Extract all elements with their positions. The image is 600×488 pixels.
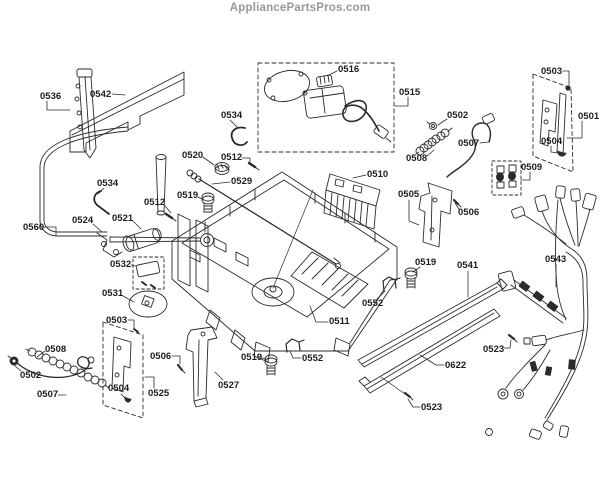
screw-0512-left-drawing — [164, 212, 177, 222]
clamp-0552-bottom-drawing — [285, 338, 305, 353]
part-label-0516-2: 0516 — [338, 64, 360, 75]
part-0527-drawing — [185, 326, 218, 408]
part-label-0560-23: 0560 — [23, 222, 45, 233]
bolt-0519-bottom-drawing — [264, 354, 278, 376]
part-label-0503-31: 0503 — [106, 315, 128, 326]
part-label-0534-6: 0534 — [221, 110, 243, 121]
part-label-0510-14: 0510 — [367, 169, 389, 180]
clip-0534-left-drawing — [93, 190, 110, 215]
part-label-0524-21: 0524 — [72, 215, 94, 226]
part-label-0534-20: 0534 — [97, 178, 119, 189]
part-0622-drawing — [358, 308, 501, 394]
cord-0507-top-drawing — [446, 113, 495, 178]
small-rod-drawing — [155, 154, 167, 216]
part-label-0525-37: 0525 — [148, 388, 170, 399]
part-label-0501-5: 0501 — [578, 111, 600, 122]
part-0531-drawing — [128, 290, 168, 318]
screw-0523-upper-drawing — [507, 333, 518, 343]
part-label-0512-17: 0512 — [144, 197, 166, 208]
part-label-0523-43: 0523 — [421, 402, 443, 413]
mount-kit-0509-drawing — [491, 160, 522, 196]
part-label-0511-30: 0511 — [329, 316, 350, 327]
screw-0512-top-drawing — [247, 161, 260, 171]
part-label-0536-0: 0536 — [40, 91, 62, 102]
hinge-bracket-assembly-drawing — [532, 73, 574, 173]
part-label-0507-8: 0507 — [458, 138, 480, 149]
part-0521-drawing — [122, 228, 162, 252]
part-label-0503-4: 0503 — [541, 66, 563, 77]
part-label-0502-7: 0502 — [447, 110, 469, 121]
part-0542-drawing — [69, 71, 185, 153]
part-label-0504-9: 0504 — [541, 136, 563, 147]
part-label-0532-24: 0532 — [110, 259, 132, 270]
part-label-0523-42: 0523 — [483, 344, 505, 355]
spring-0508-top-drawing — [415, 127, 453, 156]
part-label-0552-40: 0552 — [302, 353, 324, 364]
part-label-0552-29: 0552 — [362, 298, 384, 309]
part-label-0519-28: 0519 — [415, 257, 437, 268]
part-label-0521-22: 0521 — [112, 213, 134, 224]
part-label-0508-10: 0508 — [406, 153, 428, 164]
part-label-0519-16: 0519 — [177, 190, 199, 201]
part-label-0542-1: 0542 — [90, 89, 112, 100]
bolt-0519-right-drawing — [404, 267, 418, 289]
part-label-0541-26: 0541 — [457, 260, 479, 271]
part-label-0505-18: 0505 — [398, 189, 420, 200]
harness-0543-drawing — [485, 185, 597, 440]
leader-lines — [13, 70, 583, 408]
part-label-0506-19: 0506 — [458, 207, 480, 218]
part-0560-drawing — [109, 233, 214, 247]
rope-0507-left-drawing — [16, 356, 95, 379]
screw-0506-right-drawing — [452, 198, 462, 208]
screw-0506-left-drawing — [176, 363, 186, 374]
part-label-0622-41: 0622 — [445, 360, 467, 371]
bracket-kit-0525-drawing — [102, 321, 144, 419]
screw-0523-lower-drawing — [380, 376, 414, 401]
junction-box-assembly-drawing — [257, 62, 395, 153]
part-label-0512-13: 0512 — [221, 152, 243, 163]
nut-0502-top-drawing — [426, 121, 437, 130]
part-label-0502-33: 0502 — [20, 370, 42, 381]
clip-0534-top-drawing — [230, 126, 248, 146]
nut-0502-left-drawing — [7, 355, 19, 366]
part-label-0519-39: 0519 — [241, 352, 263, 363]
part-label-0543-27: 0543 — [545, 254, 567, 265]
watermark-text: AppliancePartsPros.com — [229, 2, 371, 14]
part-label-0531-25: 0531 — [102, 288, 124, 299]
part-0520-drawing — [214, 162, 230, 175]
clamp-0552-right-drawing — [382, 276, 401, 292]
part-label-0527-38: 0527 — [218, 380, 240, 391]
part-0536-drawing — [74, 68, 97, 159]
part-label-0529-15: 0529 — [231, 176, 253, 187]
part-label-0504-36: 0504 — [108, 383, 130, 394]
spring-0508-left-drawing — [25, 347, 110, 389]
hose-outline-drawing — [39, 126, 129, 237]
part-0524-drawing — [96, 232, 123, 258]
part-0505-drawing — [418, 182, 453, 248]
bolt-0519-upperleft-drawing — [201, 192, 215, 213]
part-label-0515-3: 0515 — [399, 87, 421, 98]
part-label-0508-32: 0508 — [45, 344, 67, 355]
part-label-0506-35: 0506 — [150, 351, 172, 362]
part-label-0507-34: 0507 — [37, 389, 59, 400]
part-0532-drawing — [132, 256, 165, 290]
part-0529-drawing — [186, 169, 341, 269]
part-0510-drawing — [323, 173, 381, 230]
part-label-0520-12: 0520 — [182, 150, 204, 161]
part-label-0509-11: 0509 — [521, 162, 543, 173]
